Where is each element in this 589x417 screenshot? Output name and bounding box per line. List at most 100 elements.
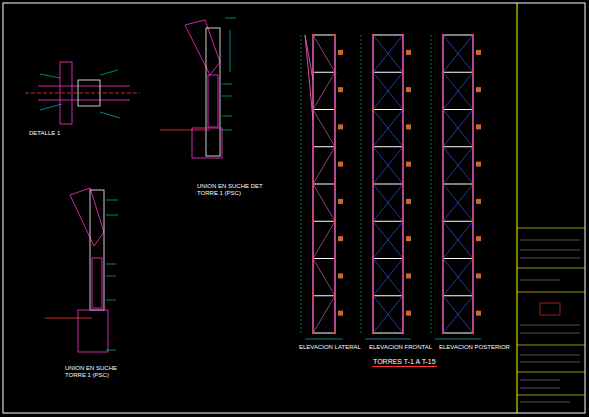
drawing-label: ELEVACION LATERAL — [298, 344, 362, 351]
tower-stroke — [313, 109, 335, 110]
drawing-label: TORRE 1 (PSC) — [64, 372, 110, 379]
tower-stroke — [406, 199, 411, 204]
tower-stroke — [373, 296, 403, 333]
tower-stroke — [312, 294, 315, 297]
tower-stroke — [312, 332, 315, 335]
tower-stroke — [443, 147, 473, 184]
tower-stroke — [373, 221, 403, 258]
tower-stroke — [338, 50, 343, 55]
tower-stroke — [334, 71, 337, 74]
tower-stroke — [373, 184, 403, 221]
tower-stroke — [338, 162, 343, 167]
tower-stroke — [334, 294, 337, 297]
tower-stroke — [442, 294, 445, 297]
tower-stroke — [443, 333, 473, 334]
tower-stroke — [472, 71, 475, 74]
tower-stroke — [338, 87, 343, 92]
tower-stroke — [443, 184, 473, 221]
tower-stroke — [402, 35, 403, 333]
tower-stroke — [372, 35, 373, 333]
tower-stroke — [373, 146, 403, 147]
tower-stroke — [442, 145, 445, 148]
drawing-label: ELEVACION FRONTAL — [368, 344, 433, 351]
tower-stroke — [476, 199, 481, 204]
drawing-label: ELEVACION POSTERIOR — [438, 344, 511, 351]
tower-stroke — [443, 296, 473, 333]
tower-stroke — [338, 124, 343, 129]
tower-stroke — [313, 72, 335, 109]
tower-stroke — [372, 257, 375, 260]
tower-stroke — [443, 258, 473, 259]
tower-stroke — [443, 184, 473, 185]
tower-stroke — [373, 184, 403, 221]
tower-stroke — [406, 50, 411, 55]
tower-stroke — [312, 220, 315, 223]
tower-stroke — [373, 296, 403, 333]
tower-stroke — [472, 183, 475, 186]
tower-stroke — [442, 71, 445, 74]
tower-stroke — [435, 339, 481, 340]
tower-stroke — [334, 257, 337, 260]
tower-stroke — [443, 110, 473, 147]
tower-stroke — [373, 35, 403, 72]
tower-stroke — [373, 295, 403, 296]
tower-stroke — [443, 147, 473, 184]
tower-stroke — [402, 108, 405, 111]
tower-stroke — [373, 259, 403, 296]
tower-stroke — [443, 221, 473, 222]
tower-stroke — [312, 257, 315, 260]
tower-stroke — [402, 34, 405, 37]
tower-stroke — [476, 273, 481, 278]
tower-stroke — [372, 332, 375, 335]
tower-stroke — [443, 259, 473, 296]
tower-stroke — [373, 258, 403, 259]
tower-stroke — [373, 35, 403, 72]
tower-stroke — [442, 108, 445, 111]
drawing-label: DETALLE 1 — [28, 130, 61, 137]
tower-stroke — [372, 220, 375, 223]
tower-stroke — [443, 259, 473, 296]
tower-stroke — [373, 333, 403, 334]
drawing-label: TORRE 1 (PSC) — [196, 190, 242, 197]
tower-stroke — [373, 110, 403, 147]
tower-stroke — [472, 108, 475, 111]
drawing-label: UNION EN SUCHE DET — [196, 183, 264, 190]
tower-stroke — [443, 184, 473, 221]
tower-stroke — [313, 184, 335, 221]
tower-stroke — [334, 35, 335, 333]
tower-stroke — [402, 183, 405, 186]
tower-stroke — [476, 124, 481, 129]
tower-stroke — [313, 296, 335, 333]
tower-stroke — [402, 71, 405, 74]
tower-stroke — [472, 34, 475, 37]
tower-stroke — [313, 295, 335, 296]
tower-stroke — [402, 257, 405, 260]
tower-stroke — [406, 236, 411, 241]
tower-stroke — [443, 72, 473, 109]
tower-stroke — [373, 259, 403, 296]
tower-stroke — [313, 72, 335, 73]
tower-stroke — [406, 311, 411, 316]
tower-stroke — [372, 145, 375, 148]
tower-stroke — [476, 50, 481, 55]
tower-stroke — [313, 184, 335, 185]
tower-stroke — [372, 34, 375, 37]
tower-stroke — [313, 146, 335, 147]
tower-stroke — [443, 72, 473, 73]
tower-stroke — [312, 34, 315, 37]
tower-stroke — [443, 35, 473, 72]
tower-stroke — [443, 295, 473, 296]
tower-stroke — [442, 183, 445, 186]
tower-stroke — [431, 35, 432, 333]
tower-stroke — [476, 162, 481, 167]
tower-stroke — [402, 220, 405, 223]
tower-stroke — [476, 311, 481, 316]
tower-stroke — [443, 110, 473, 147]
tower-stroke — [406, 124, 411, 129]
tower-stroke — [312, 145, 315, 148]
tower-stroke — [373, 147, 403, 184]
tower-stroke — [443, 221, 473, 258]
tower-stroke — [443, 35, 473, 36]
tower-stroke — [443, 296, 473, 333]
